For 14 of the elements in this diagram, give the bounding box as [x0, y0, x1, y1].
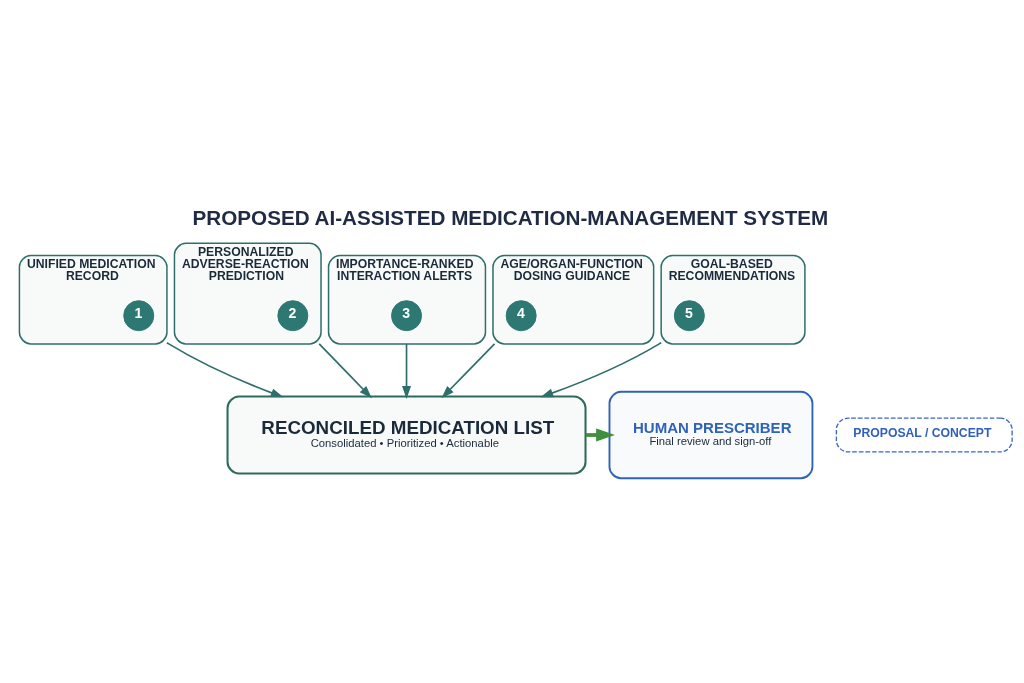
arrow	[540, 341, 662, 397]
node-box: PROPOSAL / CONCEPT	[835, 416, 1013, 453]
diagram-title: PROPOSED AI-ASSISTED MEDICATION-MANAGEMENT SYSTEM	[192, 205, 829, 229]
arrow	[166, 341, 284, 397]
node-box: HUMAN PRESCRIBER Final review and sign-off	[608, 390, 814, 479]
node-circle: 2	[277, 299, 309, 331]
arrow	[402, 342, 411, 399]
node-circle: 1	[123, 299, 155, 331]
arrow	[318, 342, 372, 398]
node-circle: 5	[673, 299, 705, 331]
arrow	[441, 342, 496, 398]
node-circle: 3	[391, 299, 423, 331]
node-box: RECONCILED MEDICATION LIST Consolidated • Prioritized • Actionable	[226, 394, 587, 475]
node-circle: 4	[505, 299, 537, 331]
